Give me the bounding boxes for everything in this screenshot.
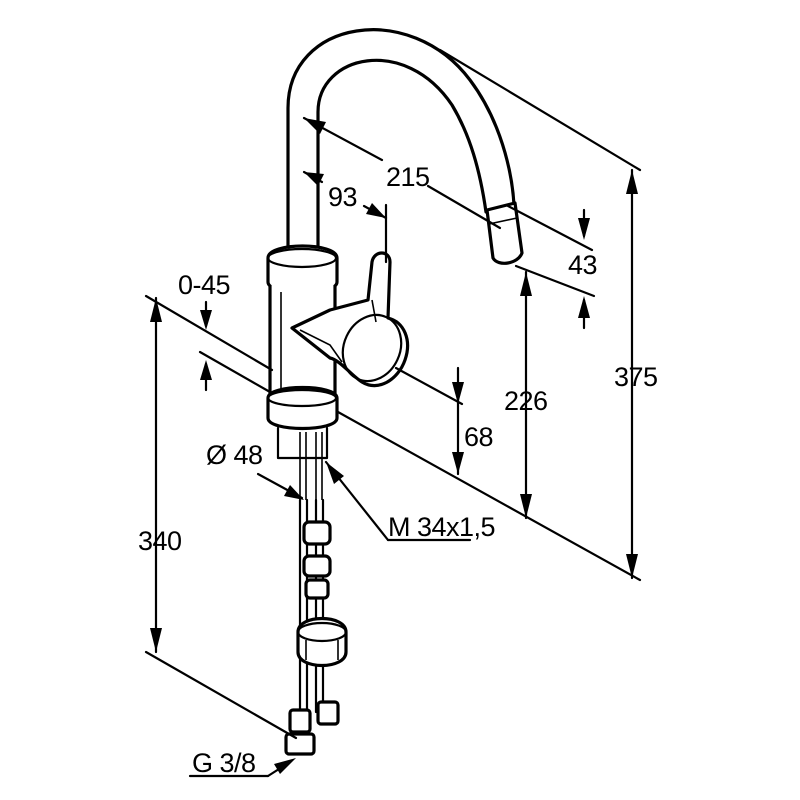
label-lever-height: 68 bbox=[464, 422, 493, 452]
shank bbox=[276, 426, 329, 460]
base-ring bbox=[266, 385, 339, 431]
label-aerator-height: 43 bbox=[568, 250, 597, 280]
label-below-deck-length: 340 bbox=[138, 526, 182, 556]
coupling-1 bbox=[302, 520, 332, 546]
label-spout-reach: 215 bbox=[386, 162, 430, 192]
label-swivel-angle: 0-45 bbox=[178, 270, 230, 300]
label-thread: M 34x1,5 bbox=[388, 512, 495, 542]
label-lever-offset: 93 bbox=[328, 182, 357, 212]
faucet-outline bbox=[266, 28, 524, 756]
label-total-height: 375 bbox=[614, 362, 658, 392]
coupling-2 bbox=[302, 554, 332, 578]
coupling-3 bbox=[304, 578, 330, 600]
aerator bbox=[485, 201, 524, 265]
fitting-right bbox=[316, 700, 340, 726]
spout bbox=[286, 28, 516, 254]
label-connection: G 3/8 bbox=[192, 748, 256, 778]
label-body-diameter: Ø 48 bbox=[206, 440, 263, 470]
fitting-left bbox=[288, 708, 312, 734]
dimension-labels: 215 93 43 0-45 375 226 68 Ø 48 M 34x1,5 … bbox=[138, 162, 658, 778]
fitting-nut bbox=[284, 732, 316, 756]
label-spout-height: 226 bbox=[504, 386, 548, 416]
dimension-lines bbox=[144, 48, 642, 778]
